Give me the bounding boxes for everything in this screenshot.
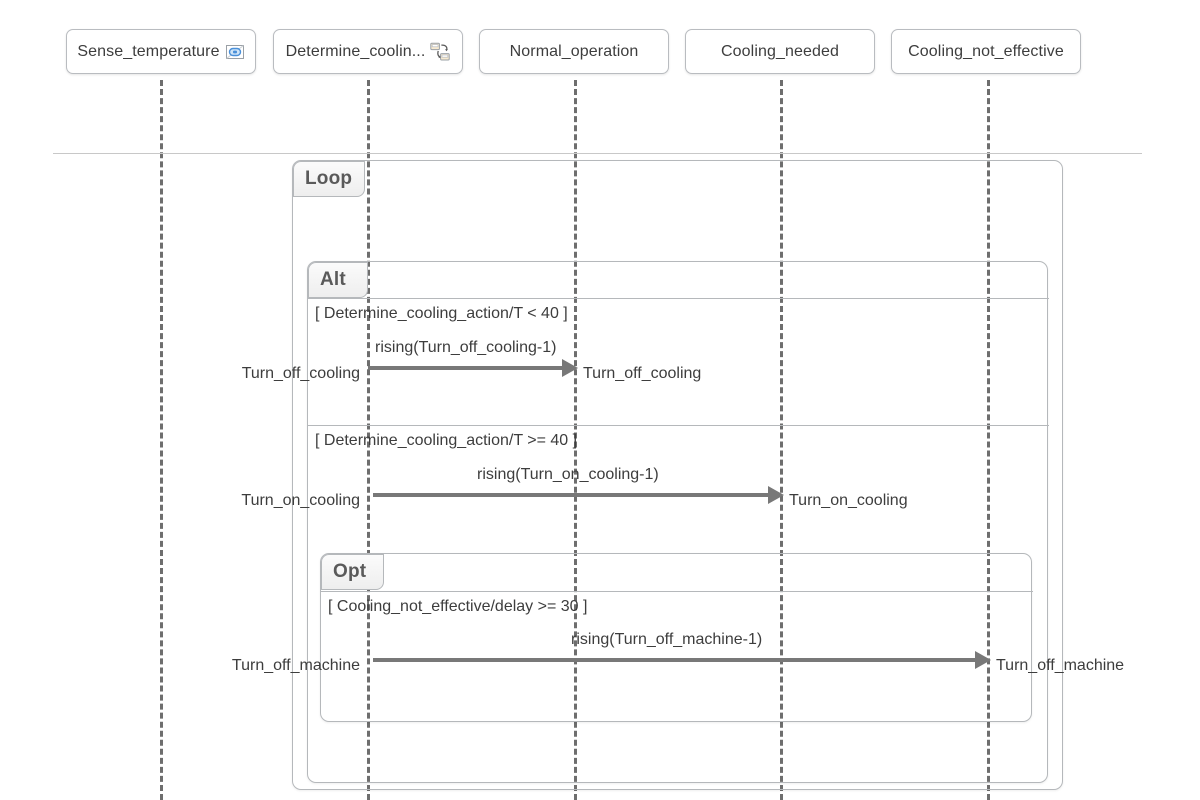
turn-off-cooling-message-target-label: Turn_off_cooling — [583, 365, 702, 382]
alt-fragment-operand-separator — [308, 425, 1049, 426]
turn-off-machine-message-target-label: Turn_off_machine — [996, 657, 1125, 674]
lifeline-head-label: Sense_temperature — [77, 42, 220, 60]
lifeline-head-sense_temperature[interactable]: Sense_temperature — [66, 29, 256, 74]
turn-off-cooling-message-arrowhead — [562, 359, 578, 377]
lifeline-head-determine_cooling[interactable]: Determine_coolin... — [273, 29, 463, 74]
lifeline-head-label: Normal_operation — [509, 42, 639, 60]
lifeline-cooling_not_effective[interactable] — [987, 80, 990, 800]
state-machine-single-icon — [225, 44, 244, 59]
opt-fragment[interactable]: Opt — [320, 553, 1033, 722]
alt-fragment-guard-condition: [ Determine_cooling_action/T < 40 ] — [315, 305, 568, 322]
alt-fragment-operator-tab[interactable]: Alt — [308, 262, 368, 298]
lifeline-normal_operation[interactable] — [574, 80, 577, 800]
lifeline-head-cooling_not_effective[interactable]: Cooling_not_effective — [891, 29, 1081, 74]
state-machine-multi-icon — [430, 42, 451, 61]
turn-on-cooling-message-arrowhead — [768, 486, 784, 504]
loop-fragment[interactable]: Loop — [292, 160, 1063, 790]
turn-off-machine-message-source-label: Turn_off_machine — [231, 657, 360, 674]
header-separator — [53, 153, 1142, 154]
turn-off-cooling-message-line[interactable] — [368, 366, 562, 370]
lifeline-head-normal_operation[interactable]: Normal_operation — [479, 29, 669, 74]
turn-on-cooling-message-line[interactable] — [373, 493, 768, 497]
lifeline-sense_temperature[interactable] — [160, 80, 163, 800]
lifeline-determine_cooling[interactable] — [367, 80, 370, 800]
lifeline-cooling_needed[interactable] — [780, 80, 783, 800]
lifeline-head-label: Cooling_not_effective — [908, 42, 1064, 60]
lifeline-head-label: Cooling_needed — [721, 42, 839, 60]
turn-off-machine-message-arrowhead — [975, 651, 991, 669]
opt-fragment-guard-condition: [ Cooling_not_effective/delay >= 30 ] — [328, 598, 588, 615]
turn-on-cooling-message-source-label: Turn_on_cooling — [241, 492, 360, 509]
alt-fragment-operand-separator — [308, 298, 1049, 299]
lifeline-head-cooling_needed[interactable]: Cooling_needed — [685, 29, 875, 74]
lifeline-head-label: Determine_coolin... — [285, 42, 426, 60]
opt-fragment-operand-separator — [321, 591, 1033, 592]
turn-off-machine-message-label: rising(Turn_off_machine-1) — [571, 631, 763, 648]
opt-fragment-operator-tab[interactable]: Opt — [321, 554, 384, 590]
turn-off-cooling-message-label: rising(Turn_off_cooling-1) — [375, 339, 557, 356]
turn-on-cooling-message-label: rising(Turn_on_cooling-1) — [477, 466, 659, 483]
turn-off-cooling-message-source-label: Turn_off_cooling — [241, 365, 360, 382]
alt-fragment-guard-condition: [ Determine_cooling_action/T >= 40 ] — [315, 432, 578, 449]
loop-fragment-operator-tab[interactable]: Loop — [293, 161, 365, 197]
alt-fragment[interactable]: Alt — [307, 261, 1049, 783]
turn-on-cooling-message-target-label: Turn_on_cooling — [789, 492, 908, 509]
turn-off-machine-message-line[interactable] — [373, 658, 975, 662]
